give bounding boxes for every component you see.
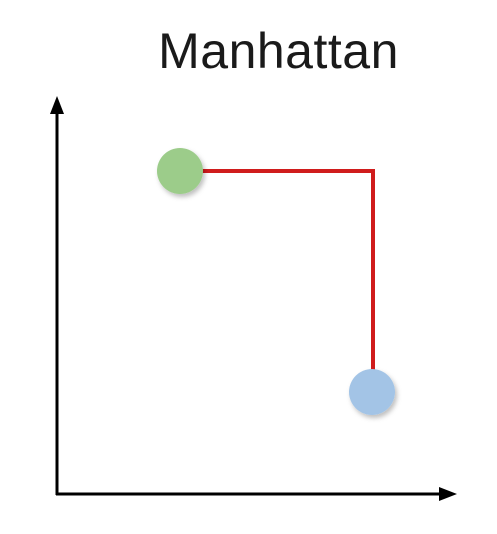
y-axis-arrowhead [50, 96, 64, 114]
start-point [157, 148, 203, 194]
x-axis-arrowhead [439, 487, 457, 501]
end-point [349, 369, 395, 415]
diagram-title: Manhattan [158, 23, 399, 79]
manhattan-path [180, 169, 375, 390]
